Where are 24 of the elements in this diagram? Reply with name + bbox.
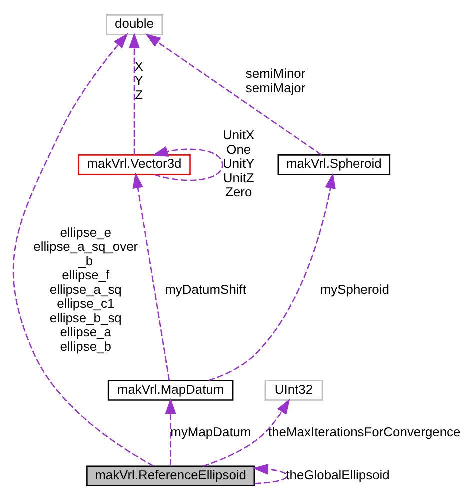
arrow [208, 173, 336, 382]
edge-label: myMapDatum [170, 424, 252, 440]
arrow [145, 34, 322, 156]
edge-label: ellipse_e ellipse_a_sq_over _b ellipse_f ellipse_a_sq ellipse_c1 ellipse_b_sq ellipse_a ellipse_b [34, 224, 138, 354]
node-box: double [106, 14, 164, 36]
edge-label: theMaxIterationsForConvergence [268, 424, 461, 440]
edge-label: UnitX One UnitY UnitZ Zero [223, 128, 255, 200]
node-box: makVrl.Vector3d [78, 154, 191, 176]
edge-label: theGlobalEllipsoid [286, 467, 390, 482]
arrow [13, 33, 154, 467]
edge-label: semiMinor semiMajor [246, 66, 306, 96]
node-box: makVrl.ReferenceEllipsoid [86, 466, 256, 486]
node-box: makVrl.MapDatum [108, 380, 234, 401]
arrow [252, 464, 288, 484]
node-box: UInt32 [264, 380, 324, 401]
edge-label: X Y Z [134, 58, 144, 102]
arrow [132, 172, 170, 381]
edge-label: mySpheroid [320, 282, 390, 297]
arrow [202, 398, 290, 467]
arrow [129, 32, 140, 156]
node-box: makVrl.Spheroid [278, 154, 391, 176]
edge-label: myDatumShift [165, 282, 246, 297]
arrow [152, 146, 224, 182]
arrow [165, 398, 176, 466]
